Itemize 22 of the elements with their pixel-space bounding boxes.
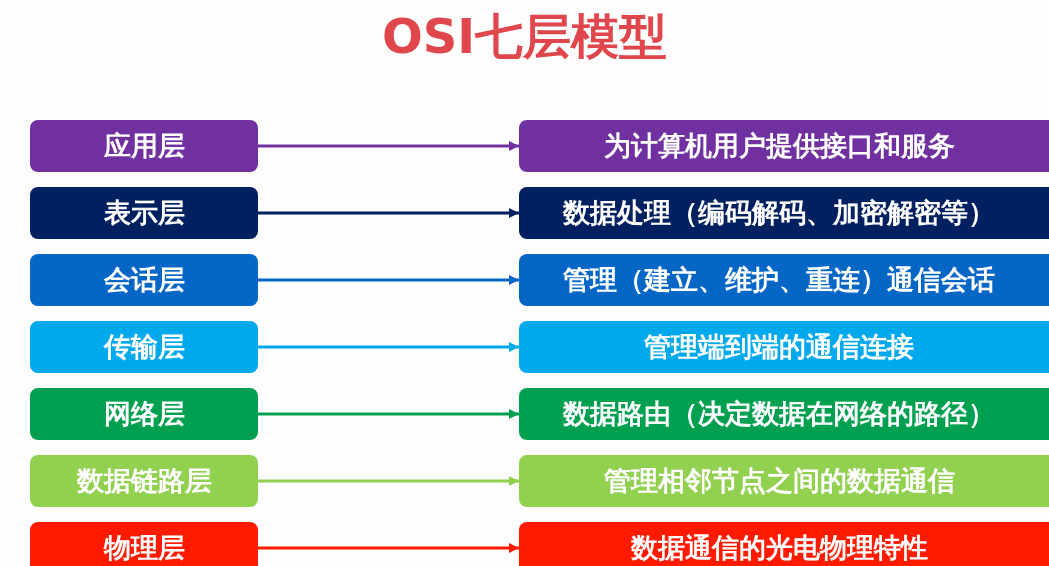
layer-box: 会话层 xyxy=(30,254,258,306)
arrow xyxy=(258,543,519,553)
layer-box: 传输层 xyxy=(30,321,258,373)
arrow xyxy=(258,342,519,352)
layer-box: 应用层 xyxy=(30,120,258,172)
arrow xyxy=(258,476,519,486)
description-box: 数据处理（编码解码、加密解密等） xyxy=(519,187,1049,239)
arrow xyxy=(258,208,519,218)
description-box: 为计算机用户提供接口和服务 xyxy=(519,120,1049,172)
layer-box: 网络层 xyxy=(30,388,258,440)
description-box: 数据路由（决定数据在网络的路径） xyxy=(519,388,1049,440)
arrow xyxy=(258,141,519,151)
description-box: 管理相邻节点之间的数据通信 xyxy=(519,455,1049,507)
description-box: 管理端到端的通信连接 xyxy=(519,321,1049,373)
arrow xyxy=(258,409,519,419)
description-box: 管理（建立、维护、重连）通信会话 xyxy=(519,254,1049,306)
layer-box: 表示层 xyxy=(30,187,258,239)
layer-box: 物理层 xyxy=(30,522,258,566)
layer-box: 数据链路层 xyxy=(30,455,258,507)
title: OSI七层模型 xyxy=(381,7,668,66)
description-box: 数据通信的光电物理特性 xyxy=(519,522,1049,566)
arrow xyxy=(258,275,519,285)
